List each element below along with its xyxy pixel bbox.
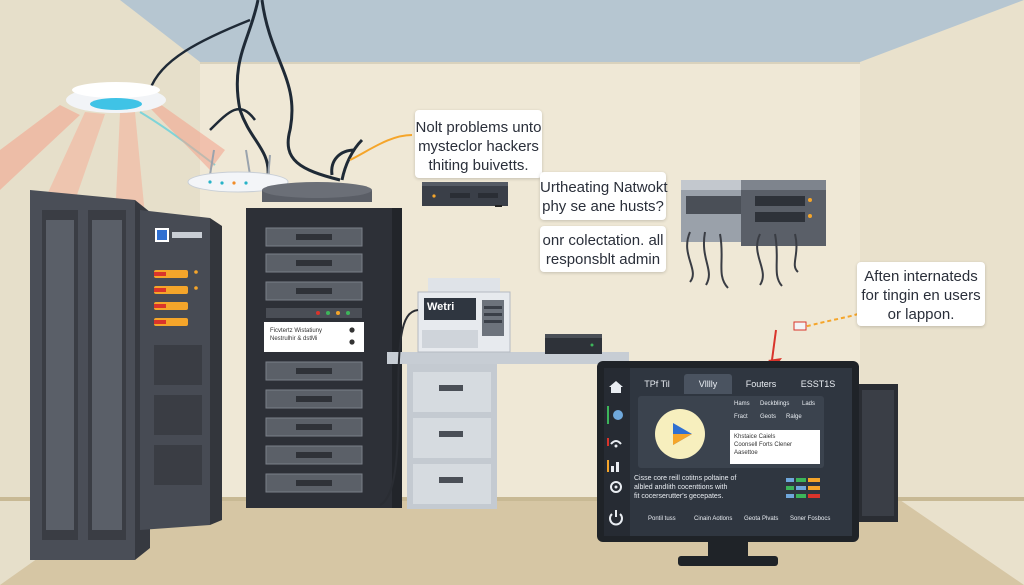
desc-line-2: albled andIith cocenttions with [634,484,728,491]
desc-line-3: fit cocerserutter's gecepates. [634,493,724,500]
rack-label-line-2: Nestrulhir & dstMi [270,336,318,342]
hackers-callout-line-3: thiting buivetts. [428,157,529,174]
menu-item-6[interactable]: Ralge [786,414,802,420]
left-server [140,210,222,530]
router-icon [187,149,289,193]
wall-patch-panel [681,180,826,289]
desk [387,352,629,509]
monitor-description: Cisse core reill cotitns poltaine of alb… [634,474,810,501]
network-switch [422,182,508,207]
footer-item-4[interactable]: Soner Fosbocs [790,516,831,522]
tab-1[interactable]: TPf Til [644,379,670,389]
ceiling-light-icon [66,82,166,113]
monitor-sidebar [604,368,630,536]
admin-callout-line-1: onr colectation. all [542,232,664,249]
monitor-info-box: Khstaice Caiels Coonsell Forts Clener Aa… [730,430,820,464]
security-icon[interactable] [604,404,628,426]
hackers-callout: Nolt problems unto mysteclor hackers thi… [415,110,542,178]
rack-label-line-1: Ficvtertz Wistatiuny [270,328,323,334]
footer-item-2[interactable]: Cinain Aotlons [694,516,733,522]
menu-item-5[interactable]: Geots [760,414,777,420]
users-callout-line-2: for tingin en users [861,287,981,304]
left-cabinet [30,190,150,560]
tab-2[interactable]: Vlllly [684,374,732,394]
home-icon[interactable] [604,376,628,398]
network-callout-line-2: phy se ane husts? [542,198,664,215]
admin-callout-line-2: responsblt admin [545,251,661,268]
menu-item-3[interactable]: Lads [802,401,816,407]
network-callout: Urtheating Natwokt phy se ane husts? [540,172,668,220]
monitor-content-panel: Hams Deckblings Lads Fract Geots Ralge K… [638,396,824,468]
rack-label-panel: Ficvtertz Wistatiuny Nestrulhir & dstMi [270,327,350,343]
chart-icon[interactable] [604,454,628,476]
menu-item-4[interactable]: Fract [734,414,748,420]
network-callout-line-1: Urtheating Natwokt [540,179,668,196]
users-callout-line-1: Aften internateds [864,268,978,285]
status-bars [786,478,820,498]
hackers-callout-line-1: Nolt problems unto [415,119,542,136]
wifi-icon[interactable] [604,430,628,452]
menu-item-1[interactable]: Hams [734,401,750,407]
info-line-2: Coonsell Forts Clener [734,442,793,448]
footer-item-3[interactable]: Geota Plvats [744,516,779,522]
light-rays [0,104,225,220]
printer [379,278,511,506]
tab-3[interactable]: Fouters [745,379,777,389]
footer-item-1[interactable]: Pontil tuss [648,516,676,522]
printer-display-label: Wetri [427,301,455,313]
monitor-tabbar: TPf Til Vlllly Fouters ESST1S [632,374,850,394]
menu-item-2[interactable]: Deckblings [760,401,790,407]
desc-line-1: Cisse core reill cotitns poltaine of [634,475,737,482]
users-callout: Aften internateds for tingin en users or… [857,262,985,326]
settings-icon[interactable] [604,476,628,498]
info-line-1: Khstaice Caiels [734,434,776,440]
play-icon[interactable] [654,408,706,460]
monitor-screen: TPf Til Vlllly Fouters ESST1S Hams Deckb… [604,368,852,536]
tab-4[interactable]: ESST1S [800,379,836,389]
central-rack [246,138,402,508]
power-icon[interactable] [604,506,628,528]
monitor-footer: Pontil tuss Cinain Aotlons Geota Plvats … [634,512,850,526]
hackers-callout-line-2: mysteclor hackers [418,138,539,155]
info-line-3: Aasettoe [734,450,758,456]
set-top-box [545,334,602,354]
admin-callout: onr colectation. all responsblt admin [540,226,666,272]
users-callout-line-3: or lappon. [887,306,955,323]
